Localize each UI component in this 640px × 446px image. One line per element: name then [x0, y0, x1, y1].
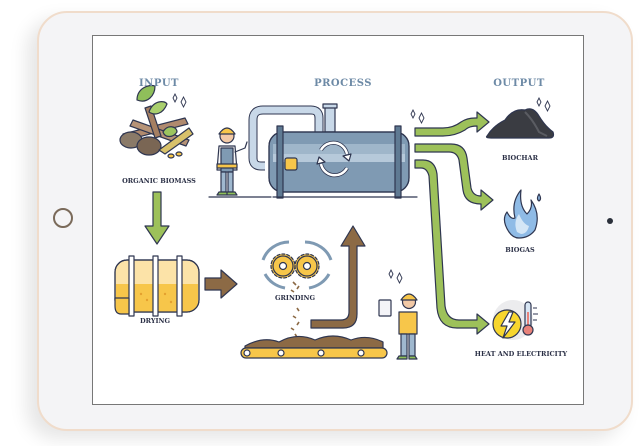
home-button[interactable]: [53, 208, 73, 228]
label-heat-and-electricity: HEAT AND ELECTRICITY: [474, 350, 568, 358]
label-organic-biomass: ORGANIC BIOMASS: [122, 177, 196, 185]
label-biochar: BIOCHAR: [502, 154, 538, 162]
label-drying: DRYING: [139, 317, 171, 325]
conveyor-belt-icon: [240, 335, 388, 359]
flow-arrow-to-biogas: [414, 143, 494, 211]
section-header-process: PROCESS: [314, 78, 372, 89]
biomass-process-diagram: .ol{stroke:#2f3650;stroke-width:1.2;stro…: [114, 84, 555, 360]
label-grinding: GRINDING: [274, 294, 316, 302]
biochar-icon: [485, 96, 555, 139]
reactor-tank-icon: [248, 103, 425, 199]
camera-icon: [607, 218, 613, 224]
label-biogas: BIOGAS: [505, 246, 535, 254]
organic-biomass-icon: [119, 84, 194, 159]
worker-thumbs-up-icon: [208, 127, 272, 198]
flow-arrow-drying-to-grinding: [204, 269, 238, 299]
flow-arrow-to-biochar: [414, 111, 490, 137]
section-header-output: OUTPUT: [493, 78, 545, 89]
screen: .ol{stroke:#2f3650;stroke-width:1.2;stro…: [92, 35, 584, 405]
drying-tank-icon: [114, 255, 200, 317]
heat-electricity-icon: [492, 300, 538, 340]
worker-with-clipboard-icon: [378, 268, 418, 360]
flow-arrow-to-heat-electricity: [414, 159, 490, 335]
flow-arrow-biomass-to-drying: [144, 191, 170, 245]
grinding-gears-icon: [261, 240, 333, 338]
flow-arrow-grinding-to-process: [310, 225, 366, 329]
section-header-input: INPUT: [139, 78, 179, 89]
biogas-flame-icon: [503, 189, 542, 239]
